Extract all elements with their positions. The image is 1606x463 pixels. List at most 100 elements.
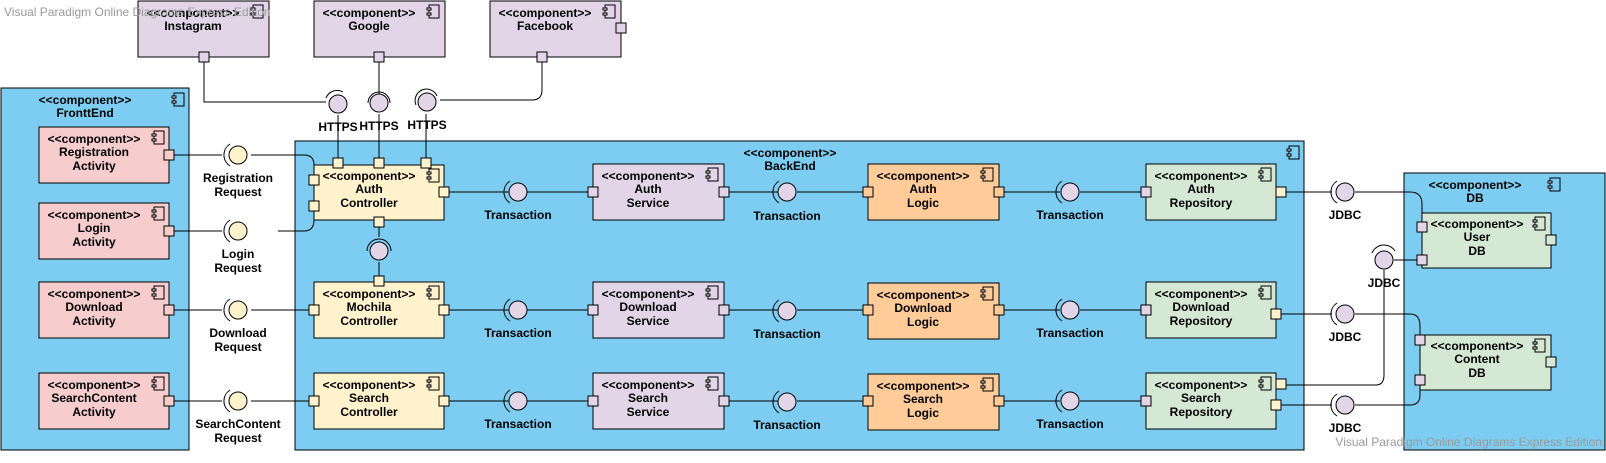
transaction-interface[interactable]: Transaction [1036, 389, 1104, 431]
search-repository-line2: Repository [1170, 405, 1233, 419]
download-activity[interactable]: <<component>> Download Activity [38, 281, 175, 339]
content-db-line2: DB [1468, 366, 1486, 380]
port [1275, 378, 1287, 390]
registration-request-interface[interactable]: Registration Request [203, 143, 273, 199]
transaction-interface[interactable]: Transaction [753, 180, 821, 223]
mochila-controller-line1: Mochila [347, 300, 392, 314]
port [718, 186, 730, 198]
search-controller-line1: Search [349, 391, 389, 405]
stereotype-label: <<component>> [323, 6, 416, 20]
login-request-line1: Login [222, 247, 255, 261]
login-activity[interactable]: <<component>> Login Activity [38, 202, 175, 260]
port [198, 51, 210, 63]
auth-logic[interactable]: <<component>> Auth Logic [862, 163, 1005, 221]
stereotype-label: <<component>> [39, 93, 132, 107]
https-label: HTTPS [318, 120, 357, 134]
port [1140, 186, 1152, 198]
port [308, 200, 320, 212]
controller-link-interface[interactable] [366, 238, 392, 261]
google-component[interactable]: <<component>> Google [313, 0, 446, 63]
stereotype-label: <<component>> [602, 378, 695, 392]
jdbc-interface-auth[interactable]: JDBC [1329, 180, 1362, 222]
download-request-line1: Download [209, 326, 266, 340]
search-service[interactable]: <<component>> Search Service [587, 372, 730, 430]
auth-repository-line1: Auth [1187, 182, 1214, 196]
content-db[interactable]: <<component>> Content DB [1414, 334, 1557, 391]
transaction-label: Transaction [1036, 208, 1103, 222]
jdbc-interface-search[interactable]: JDBC [1329, 393, 1362, 435]
transaction-interface[interactable]: Transaction [484, 180, 552, 222]
auth-controller-line1: Auth [355, 182, 382, 196]
user-db-line1: User [1464, 230, 1491, 244]
port [615, 22, 627, 34]
component-icon [151, 206, 165, 221]
transaction-interface[interactable]: Transaction [1036, 180, 1104, 222]
stereotype-label: <<component>> [48, 378, 141, 392]
transaction-interface[interactable]: Transaction [753, 299, 821, 341]
component-icon [151, 376, 165, 391]
port [308, 304, 320, 316]
search-logic[interactable]: <<component>> Search Logic [862, 373, 1005, 431]
port [993, 304, 1005, 316]
component-icon [1286, 145, 1300, 160]
port [1414, 334, 1426, 346]
registration-request-line1: Registration [203, 171, 273, 185]
search-controller[interactable]: <<component>> Search Controller [308, 372, 450, 430]
transaction-interface[interactable]: Transaction [484, 298, 552, 340]
transaction-interface[interactable]: Transaction [484, 389, 552, 431]
auth-service[interactable]: <<component>> Auth Service [587, 163, 730, 221]
component-icon [426, 4, 440, 19]
transaction-label: Transaction [484, 208, 551, 222]
jdbc-interface-user[interactable]: JDBC [1368, 244, 1401, 290]
mochila-controller[interactable]: <<component>> Mochila Controller [308, 275, 450, 339]
transaction-interface[interactable]: Transaction [1036, 298, 1104, 340]
download-request-interface[interactable]: Download Request [209, 298, 267, 354]
jdbc-label: JDBC [1329, 208, 1362, 222]
registration-activity[interactable]: <<component>> Registration Activity [38, 126, 175, 184]
download-activity-line1: Download [65, 300, 122, 314]
port [1270, 308, 1282, 320]
port [1416, 254, 1428, 266]
port [1140, 304, 1152, 316]
auth-repository[interactable]: <<component>> Auth Repository [1140, 163, 1287, 221]
download-service[interactable]: <<component>> Download Service [587, 281, 730, 339]
port [993, 395, 1005, 407]
download-logic-line2: Logic [907, 315, 939, 329]
https-interface-facebook[interactable]: HTTPS [407, 88, 447, 132]
component-icon [426, 168, 440, 183]
user-db[interactable]: <<component>> User DB [1416, 212, 1557, 269]
stereotype-label: <<component>> [1431, 339, 1524, 353]
https-interface-instagram[interactable]: HTTPS [318, 90, 358, 134]
stereotype-label: <<component>> [48, 132, 141, 146]
stereotype-label: <<component>> [1431, 217, 1524, 231]
facebook-component[interactable]: <<component>> Facebook [489, 0, 627, 63]
db-label: DB [1466, 191, 1484, 205]
port [420, 157, 432, 169]
search-controller-line2: Controller [340, 405, 398, 419]
https-interface-google[interactable]: HTTPS [359, 91, 399, 133]
watermark-top: Visual Paradigm Online Diagrams Express … [4, 5, 271, 19]
port [438, 186, 450, 198]
search-repository[interactable]: <<component>> Search Repository [1140, 372, 1287, 430]
download-logic-line1: Download [894, 301, 951, 315]
component-icon [602, 4, 616, 19]
searchcontent-request-interface[interactable]: SearchContent Request [195, 389, 281, 445]
stereotype-label: <<component>> [323, 169, 416, 183]
component-icon [151, 285, 165, 300]
stereotype-label: <<component>> [323, 378, 416, 392]
download-logic[interactable]: <<component>> Download Logic [862, 282, 1005, 340]
transaction-label: Transaction [1036, 326, 1103, 340]
instagram-component[interactable]: <<component>> Instagram [137, 0, 270, 63]
download-repository[interactable]: <<component>> Download Repository [1140, 281, 1282, 339]
port [862, 395, 874, 407]
download-service-line2: Service [627, 314, 670, 328]
component-icon [426, 376, 440, 391]
transaction-interface[interactable]: Transaction [753, 390, 821, 432]
download-repository-line1: Download [1172, 300, 1229, 314]
component-icon [171, 92, 185, 107]
jdbc-interface-download[interactable]: JDBC [1329, 302, 1362, 344]
search-logic-line2: Logic [907, 406, 939, 420]
auth-controller[interactable]: <<component>> Auth Controller [308, 157, 450, 228]
searchcontent-activity[interactable]: <<component>> SearchContent Activity [38, 372, 175, 430]
login-request-interface[interactable]: Login Request [214, 219, 262, 275]
